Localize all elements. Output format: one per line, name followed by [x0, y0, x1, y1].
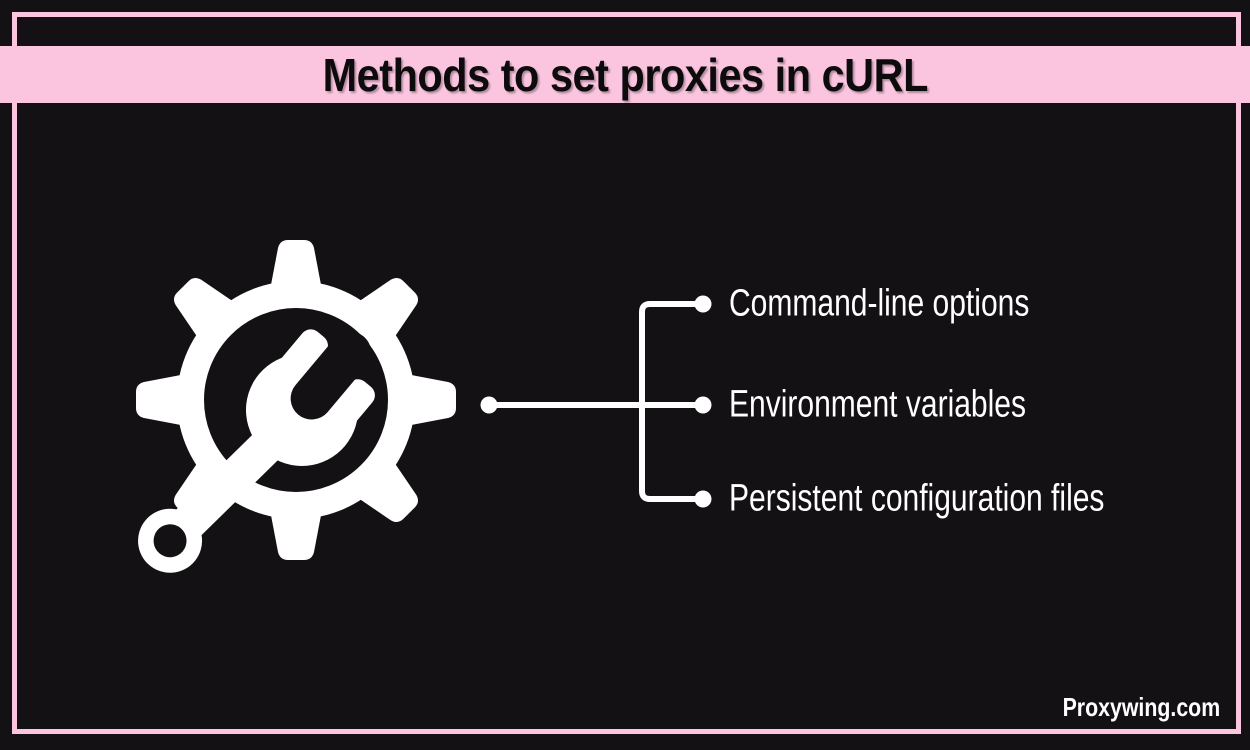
connector-dots [480, 295, 712, 508]
connector-dot [694, 396, 712, 414]
brand-watermark: Proxywing.com [1028, 692, 1220, 722]
connector-dot [694, 490, 712, 508]
connector-dot [480, 396, 498, 414]
method-label: Command-line options [729, 282, 1030, 325]
brand-text: Proxywing.com [1062, 691, 1220, 722]
gear-shape [136, 240, 456, 560]
border-frame [12, 12, 1241, 734]
connector-lines [489, 301, 703, 502]
method-label: Environment variables [729, 383, 1027, 426]
method-label: Persistent configuration files [729, 477, 1105, 520]
gear-wrench-icon [136, 240, 456, 573]
connector-dot [694, 295, 712, 313]
title-banner: Methods to set proxies in cURL [0, 46, 1250, 103]
method-item: Environment variables [729, 384, 1105, 427]
method-item: Command-line options [729, 283, 1109, 326]
wrench-shape [138, 329, 375, 573]
method-item: Persistent configuration files [729, 478, 1204, 521]
page-title: Methods to set proxies in cURL [322, 48, 928, 101]
